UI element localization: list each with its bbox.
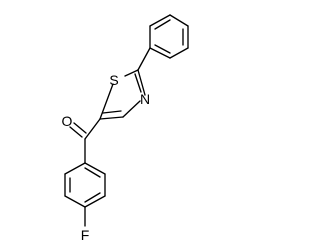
thiazole-bond — [124, 69, 139, 77]
thiazole-carbonyl-bond — [84, 118, 101, 140]
phenyl-bond — [169, 47, 189, 59]
atom-labels: S N O F — [62, 72, 151, 243]
structure-diagram: S N O F — [62, 14, 189, 243]
fluorophenyl-bond — [64, 162, 86, 175]
fluorophenyl-bond — [84, 162, 106, 175]
phenyl-inner-bond — [154, 19, 171, 30]
thiazole-bond — [99, 116, 124, 120]
carbonyl-double-bond — [73, 122, 87, 134]
phenyl-bond — [149, 47, 171, 59]
oxygen-label: O — [62, 113, 73, 129]
fluorophenyl-inner-bond — [84, 192, 101, 203]
thiazole-bond — [99, 83, 114, 120]
thiazole-bond — [122, 100, 141, 118]
carbonyl-double-bond — [69, 126, 83, 138]
fluorophenyl-bond — [64, 195, 86, 208]
fluorophenyl-bond — [84, 195, 106, 208]
fluorine-label: F — [81, 227, 90, 243]
phenyl-bond — [149, 14, 171, 27]
phenyl-thiazole-bond — [137, 47, 151, 71]
fluorophenyl-inner-bond — [84, 167, 101, 178]
phenyl-bond — [169, 14, 189, 27]
thiazole-bond — [137, 69, 146, 96]
nitrogen-label: N — [140, 91, 150, 107]
thiazole-inner-bond — [102, 110, 122, 114]
thiazole-inner-bond — [134, 73, 142, 93]
sulfur-label: S — [109, 72, 118, 88]
phenyl-inner-bond — [154, 44, 171, 54]
bonds — [64, 14, 189, 227]
